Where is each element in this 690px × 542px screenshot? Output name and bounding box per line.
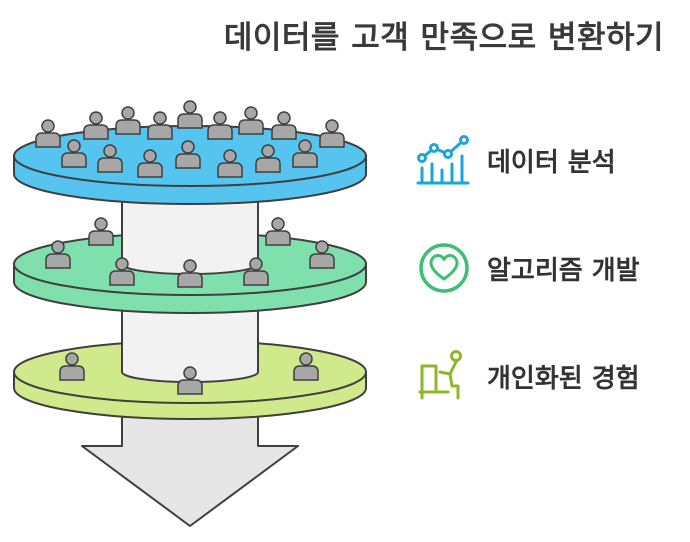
legend-algorithm-development: 알고리즘 개발 xyxy=(415,240,640,296)
legend-label: 개인화된 경험 xyxy=(487,363,640,394)
legend-label: 데이터 분석 xyxy=(487,147,616,178)
legend-data-analysis: 데이터 분석 xyxy=(415,132,616,188)
legend-label: 알고리즘 개발 xyxy=(487,255,640,286)
down-arrow xyxy=(81,415,299,527)
legend-personalized-experience: 개인화된 경험 xyxy=(415,348,640,404)
person-at-desk-icon xyxy=(415,348,473,404)
heart-icon xyxy=(415,240,473,296)
page-title: 데이터를 고객 만족으로 변환하기 xyxy=(223,20,664,56)
chart-icon xyxy=(415,132,473,188)
